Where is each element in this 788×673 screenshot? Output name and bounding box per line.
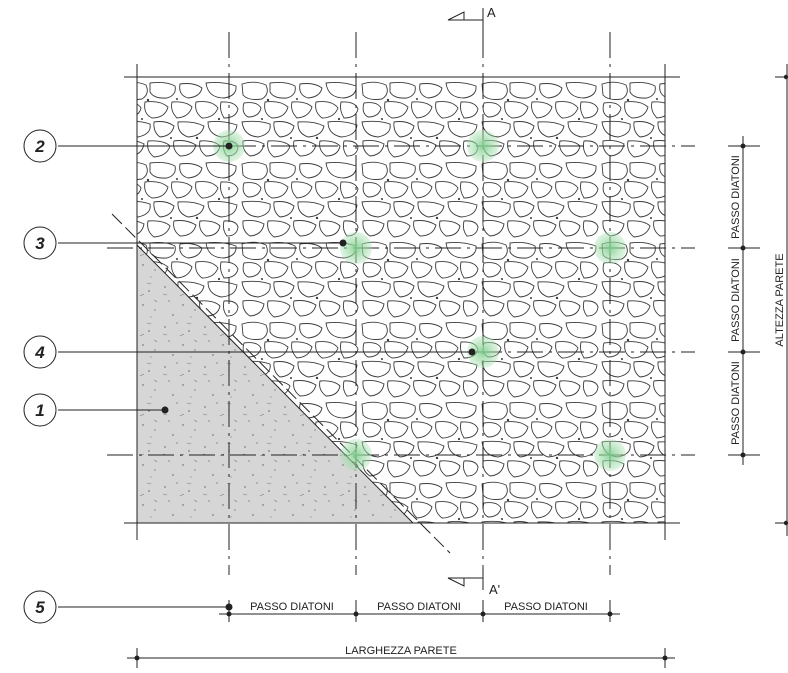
connector-marker bbox=[340, 232, 372, 264]
callout-number: 5 bbox=[35, 598, 45, 617]
dimension-passo-bottom bbox=[219, 600, 620, 622]
callout-number: 4 bbox=[34, 343, 45, 362]
connector-marker bbox=[467, 130, 499, 162]
callouts bbox=[23, 129, 472, 624]
dimension-label: PASSO DIATONI bbox=[250, 601, 334, 613]
connector-marker bbox=[594, 439, 626, 471]
connector-marker bbox=[467, 336, 499, 368]
connector-marker bbox=[594, 232, 626, 264]
dimension-label: PASSO DIATONI bbox=[377, 601, 461, 613]
callout-number: 1 bbox=[35, 401, 44, 420]
section-mark-bottom bbox=[447, 566, 484, 590]
section-label-bottom: A' bbox=[489, 582, 500, 597]
callout-number: 3 bbox=[35, 234, 45, 253]
dimension-label: PASSO DIATONI bbox=[504, 601, 588, 613]
connector-marker bbox=[340, 439, 372, 471]
section-label-top: A bbox=[487, 5, 496, 20]
callout-number: 2 bbox=[34, 137, 45, 156]
section-mark-top bbox=[447, 8, 484, 32]
dimension-label: LARGHEZZA PARETE bbox=[345, 645, 457, 657]
dimension-label: ALTEZZA PARETE bbox=[774, 253, 786, 346]
dimension-label: PASSO DIATONI bbox=[730, 361, 742, 445]
dimension-label: PASSO DIATONI bbox=[730, 258, 742, 342]
dimension-label: PASSO DIATONI bbox=[730, 155, 742, 239]
